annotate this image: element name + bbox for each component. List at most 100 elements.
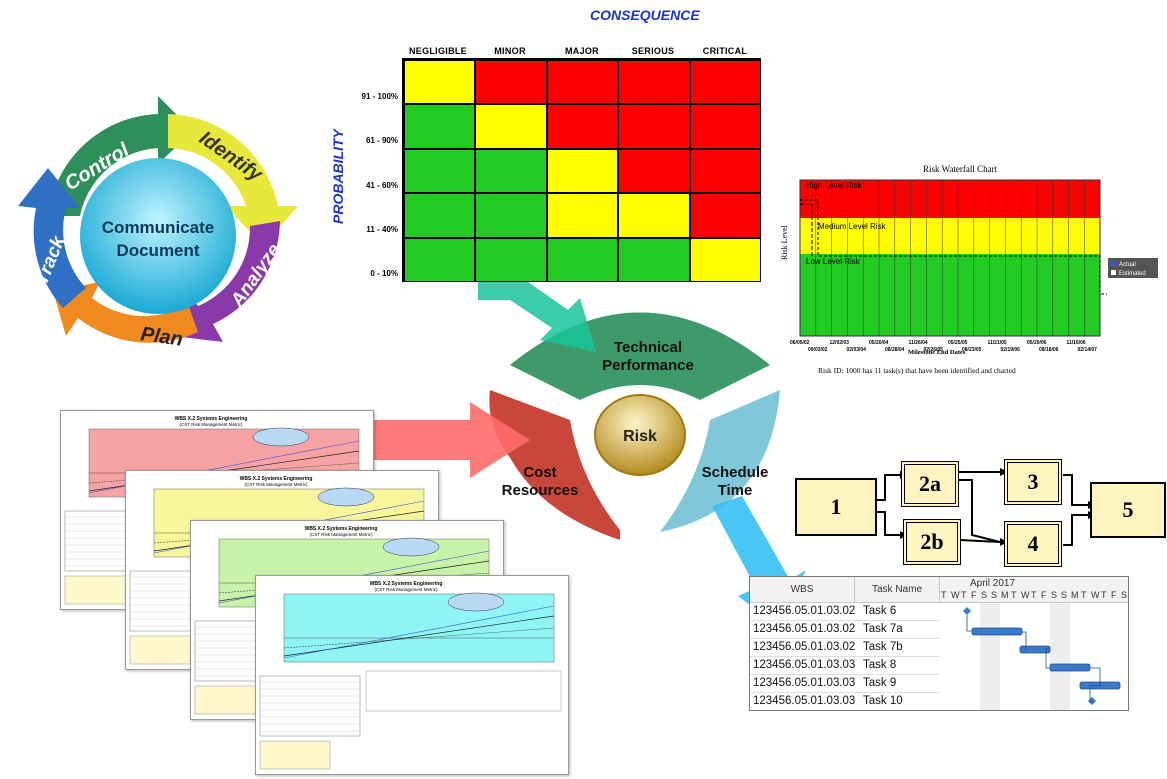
gantt-day-letter: T: [941, 590, 947, 600]
waterfall-actual-line: [800, 199, 1107, 295]
gantt-row[interactable]: 123456.05.01.03.03 Task 8: [750, 657, 940, 675]
matrix-cell: [404, 104, 476, 149]
matrix-cell: [404, 148, 476, 194]
legend-actual: Actual: [1119, 262, 1136, 268]
matrix-cell: [689, 237, 761, 282]
gantt-day-letter: T: [1101, 590, 1107, 600]
waterfall-date-label: 08/18/06: [1039, 347, 1059, 353]
gantt-day-letter: T: [1081, 590, 1087, 600]
gantt-day-letter: S: [1121, 590, 1128, 600]
gantt-day-letter: W: [1021, 590, 1030, 600]
matrix-row-label: 41 - 60%: [365, 181, 398, 190]
matrix-cell: [689, 193, 761, 238]
network-node-4: 4: [1004, 521, 1062, 567]
analyze-segment: [173, 221, 280, 342]
band-label-high: High Level Risk: [806, 181, 863, 190]
gantt-bar: [1049, 663, 1091, 672]
gantt-weekend-shade: [980, 603, 1000, 710]
matrix-cell: [689, 148, 761, 194]
matrix-cell: [475, 104, 547, 149]
gantt-wbs-cell: 123456.05.01.03.02: [753, 641, 856, 653]
svg-text:(CST Risk Management Metric): (CST Risk Management Metric): [180, 422, 243, 427]
center-label-line1: Communicate: [102, 218, 214, 237]
waterfall-date-label: 02/03/04: [847, 347, 867, 353]
waterfall-title: Risk Waterfall Chart: [923, 164, 998, 174]
plan-segment: [53, 282, 198, 343]
svg-text:WBS X.2 Systems Engineering: WBS X.2 Systems Engineering: [370, 581, 443, 587]
svg-text:(CST Risk Management Metric): (CST Risk Management Metric): [375, 587, 438, 592]
gantt-bar: [971, 627, 1023, 636]
matrix-cell: [475, 237, 547, 282]
pie-center-disc: [594, 394, 686, 476]
matrix-row-label: 91 - 100%: [361, 92, 398, 101]
gantt-day-letter: M: [1071, 590, 1079, 600]
gantt-day-letter: S: [991, 590, 998, 600]
matrix-cell: [475, 193, 547, 238]
gantt-wbs-cell: 123456.05.01.03.03: [753, 659, 856, 671]
gantt-task-cell: Task 8: [863, 659, 897, 671]
gantt-header-task: Task Name: [855, 577, 940, 603]
matrix-cell: [404, 193, 476, 238]
gantt-wbs-cell: 123456.05.01.03.02: [753, 605, 856, 617]
pie-label-technical-1: Technical: [614, 339, 682, 356]
gantt-bar: [1019, 645, 1051, 654]
svg-text:WBS X.2 Systems Engineering: WBS X.2 Systems Engineering: [305, 526, 378, 532]
matrix-cell: [618, 104, 690, 149]
cycle-center: [80, 158, 236, 314]
matrix-cell: [689, 60, 761, 105]
waterfall-date-label: 05/20/04: [869, 340, 889, 346]
network-node-2a: 2a: [901, 461, 959, 507]
risk-pie-diagram: Technical Performance Cost Resources Sch…: [470, 270, 830, 540]
waterfall-date-label: 09/03/02: [808, 347, 828, 353]
network-node-1: 1: [795, 478, 877, 536]
gantt-task-cell: Task 9: [863, 677, 897, 689]
gantt-day-letter: S: [1061, 590, 1068, 600]
matrix-cell: [689, 104, 761, 149]
svg-text:(CST Risk Management Metric): (CST Risk Management Metric): [245, 482, 308, 487]
matrix-cell: [546, 148, 619, 194]
matrix-cell: [618, 148, 690, 194]
track-segment: [18, 168, 86, 308]
gantt-task-cell: Task 7a: [863, 623, 903, 635]
matrix-col-critical: CRITICAL: [702, 46, 748, 56]
band-label-low: Low Level Risk: [806, 257, 861, 266]
pie-label-cost-2: Resources: [502, 482, 579, 499]
waterfall-date-label: 08/23/05: [962, 347, 982, 353]
gantt-day-letter: T: [1011, 590, 1017, 600]
gantt-weekend-shade: [1050, 603, 1070, 710]
pie-center-label: Risk: [623, 428, 657, 445]
gantt-dependency-lines: [966, 615, 1101, 703]
gantt-day-letter: T: [961, 590, 967, 600]
pie-label-schedule-1: Schedule: [702, 464, 769, 481]
center-label-line2: Document: [116, 241, 199, 260]
waterfall-estimated-line: [800, 203, 813, 256]
matrix-cell: [618, 60, 690, 105]
gantt-task-cell: Task 10: [863, 695, 903, 707]
risk-cycle-diagram: Control Identify Analyze Plan Track Comm…: [8, 96, 308, 366]
gantt-milestone: [963, 607, 971, 615]
network-node-2b: 2b: [903, 519, 961, 565]
legend-estimated: Estimated: [1119, 271, 1146, 277]
matrix-row-label: 61 - 90%: [365, 136, 398, 145]
waterfall-caption: Risk ID: 1000 has 11 task(s) that have b…: [818, 366, 1016, 375]
gantt-day-letter: W: [1091, 590, 1100, 600]
waterfall-date-label: 05/25/05: [948, 340, 968, 346]
reports-to-pie-arrow: [370, 402, 530, 478]
waterfall-date-label: 08/28/04: [885, 347, 905, 353]
waterfall-date-label: 02/19/06: [1001, 347, 1021, 353]
waterfall-chart: Risk Waterfall Chart Risk Level High Lev…: [778, 160, 1167, 380]
waterfall-legend: [1108, 258, 1158, 278]
waterfall-date-label: 02/26/05: [924, 347, 944, 353]
matrix-col-negligible: NEGLIGIBLE: [408, 46, 467, 56]
matrix-cell: [404, 237, 476, 282]
matrix-cell: [618, 237, 690, 282]
waterfall-date-label: 11/26/04: [909, 340, 928, 346]
gantt-day-letter: F: [971, 590, 977, 600]
